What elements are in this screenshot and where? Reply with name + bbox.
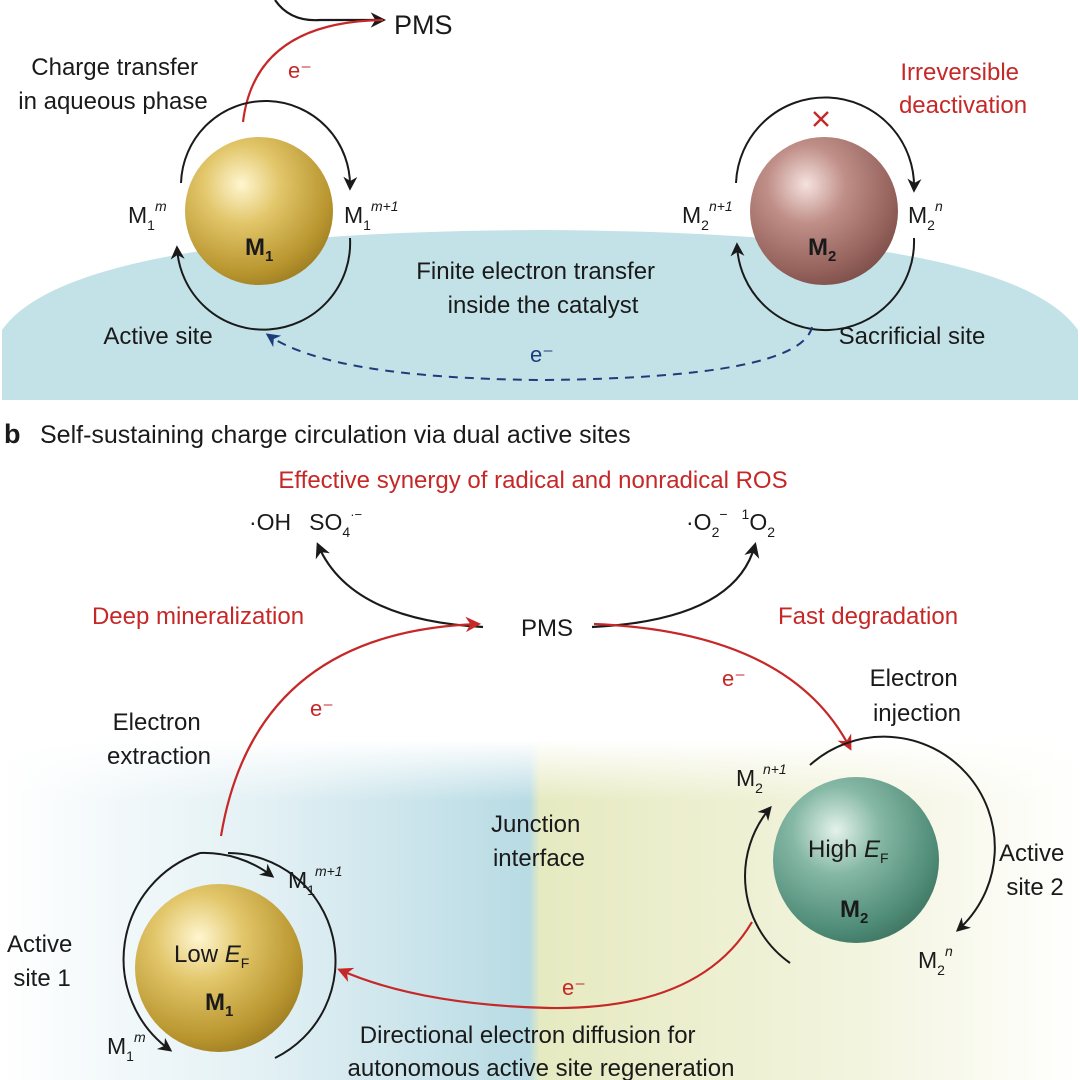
- m1-cycle-bottom: [170, 237, 352, 331]
- m2-b-top-state: M2n+1: [736, 761, 787, 796]
- m1-b-top-state: M1m+1: [288, 863, 343, 898]
- arrow-to-radicals-right: [591, 542, 760, 629]
- panel-b-letter: b: [4, 419, 21, 449]
- deactivation-cross-icon: [813, 111, 829, 127]
- electron-injection-label: Electron injection: [870, 665, 965, 727]
- sphere-m1: [185, 137, 333, 285]
- arrow-to-radicals-left: [315, 542, 484, 629]
- electron-label-blue: e⁻: [530, 342, 554, 367]
- electron-label-left: e⁻: [310, 696, 334, 721]
- sphere-m1-label: M1: [245, 234, 273, 265]
- sphere-m1-b: [135, 884, 303, 1052]
- electron-label-red: e⁻: [288, 58, 312, 83]
- active-site-2-label: Active site 2: [999, 840, 1071, 901]
- m1-left-state: M1m: [128, 198, 167, 233]
- m2-b-cycle-right: [809, 735, 996, 932]
- panel-b-subtitle: Effective synergy of radical and nonradi…: [278, 467, 787, 494]
- sphere-m1-b-bottom: M1: [205, 989, 233, 1020]
- electron-injection-arrow: [593, 622, 852, 751]
- m2-b-cycle-left: [744, 805, 791, 964]
- pms-label: PMS: [394, 10, 453, 40]
- m2-cycle-bottom: [730, 237, 916, 331]
- m1-cycle-top: [180, 99, 358, 191]
- junction-interface-label: Junction interface: [491, 811, 587, 872]
- charge-transfer-arrow: [241, 18, 384, 123]
- fast-degradation-label: Fast degradation: [778, 603, 958, 630]
- sphere-m2-b-top: High EF: [808, 836, 889, 866]
- electron-label-right: e⁻: [722, 666, 746, 691]
- sphere-m2: [750, 137, 898, 285]
- m2-b-bottom-state: M2n: [918, 943, 953, 978]
- panel-a: PMS e⁻ Charge transfer in aqueous phase …: [2, 0, 1078, 400]
- finite-transfer-label: Finite electron transfer inside the cata…: [416, 258, 661, 319]
- electron-extraction-arrow: [219, 616, 482, 837]
- sacrificial-site-label: Sacrificial site: [839, 323, 986, 350]
- finite-electron-arrow: [265, 326, 813, 382]
- panel-b-title: Self-sustaining charge circulation via d…: [40, 421, 631, 449]
- m2-cycle-top: [735, 96, 922, 193]
- pms-label-b: PMS: [521, 615, 573, 642]
- m1-b-cycle-left: [122, 852, 201, 1052]
- sphere-m2-b-bottom: M2: [840, 896, 868, 927]
- irreversible-label: Irreversible deactivation: [899, 59, 1027, 119]
- active-site-label: Active site: [103, 323, 212, 350]
- m2-right-state: M2n: [908, 198, 943, 233]
- m1-b-bottom-state: M1m: [107, 1029, 146, 1064]
- electron-extraction-label: Electron extraction: [107, 709, 211, 770]
- m1-b-cycle-right: [227, 852, 337, 1059]
- active-site-1-label: Active site 1: [7, 931, 79, 992]
- deep-mineralization-label: Deep mineralization: [92, 603, 304, 630]
- electron-label-bottom: e⁻: [562, 975, 586, 1000]
- panel-b: b Self-sustaining charge circulation via…: [0, 419, 1080, 1080]
- diffusion-label: Directional electron diffusion for auton…: [348, 1022, 735, 1080]
- directional-diffusion-arrow: [337, 921, 753, 1010]
- charge-transfer-label: Charge transfer in aqueous phase: [18, 54, 208, 115]
- sphere-m2-b: [773, 777, 939, 943]
- sphere-m1-b-top: Low EF: [174, 941, 249, 971]
- m1-b-cycle-arrowhead: [199, 851, 275, 878]
- radicals-right: ·O2−1O2: [686, 506, 775, 540]
- m1-right-state: M1m+1: [344, 198, 399, 233]
- pms-arrow-black: [274, 0, 387, 28]
- sphere-m2-label: M2: [808, 234, 836, 265]
- m2-left-state: M2n+1: [682, 198, 733, 233]
